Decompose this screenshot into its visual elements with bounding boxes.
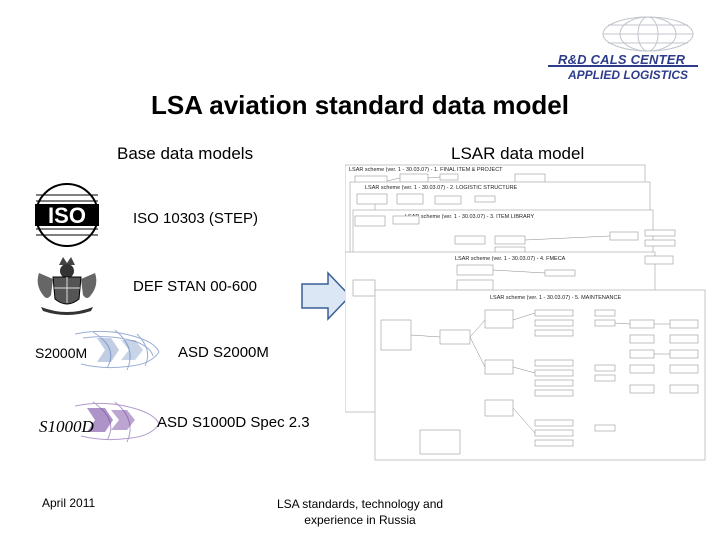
logo-divider [548, 65, 698, 67]
s2000m-logo-icon: S2000M [33, 328, 163, 372]
right-arrow-icon [301, 271, 352, 321]
logo-title: R&D CALS CENTER [558, 52, 686, 67]
s1000d-logo-icon: S1000D [35, 398, 165, 444]
company-logo: R&D CALS CENTER APPLIED LOGISTICS [548, 14, 698, 82]
footer-caption: LSA standards, technology and experience… [272, 496, 448, 528]
standard-label-iso: ISO 10303 (STEP) [133, 210, 259, 227]
lsar-schema-collage: LSAR scheme (ver. 1 - 30.03.07) - 1. FIN… [345, 164, 706, 461]
schema-title-2: LSAR scheme (ver. 1 - 30.03.07) - 2. LOG… [365, 185, 518, 191]
iso-logo-text: ISO [48, 203, 86, 228]
footer-caption-line2: experience in Russia [304, 513, 416, 527]
schema-title-3: LSAR scheme (ver. 1 - 30.03.07) - 3. ITE… [405, 214, 535, 220]
globe-icon [602, 16, 694, 52]
standard-label-s2000m: ASD S2000M [178, 344, 269, 361]
s2000m-logo-text: S2000M [35, 345, 87, 361]
iso-logo-icon: ISO [33, 183, 101, 248]
footer-caption-line1: LSA standards, technology and [276, 497, 444, 511]
schema-title-1: LSAR scheme (ver. 1 - 30.03.07) - 1. FIN… [349, 167, 503, 173]
standard-label-s1000d: ASD S1000D Spec 2.3 [157, 414, 310, 431]
schema-title-4: LSAR scheme (ver. 1 - 30.03.07) - 4. FME… [455, 256, 566, 262]
footer-date: April 2011 [42, 496, 96, 510]
schema-title-5: LSAR scheme (ver. 1 - 30.03.07) - 5. MAI… [490, 295, 621, 301]
standard-label-defstan: DEF STAN 00-600 [133, 278, 257, 295]
logo-subtitle: APPLIED LOGISTICS [568, 68, 689, 82]
s1000d-logo-text: S1000D [39, 417, 95, 436]
lsar-model-header: LSAR data model [451, 144, 585, 163]
slide-title: LSA aviation standard data model [150, 90, 569, 120]
uk-crest-icon [33, 255, 101, 317]
base-models-header: Base data models [117, 144, 254, 163]
